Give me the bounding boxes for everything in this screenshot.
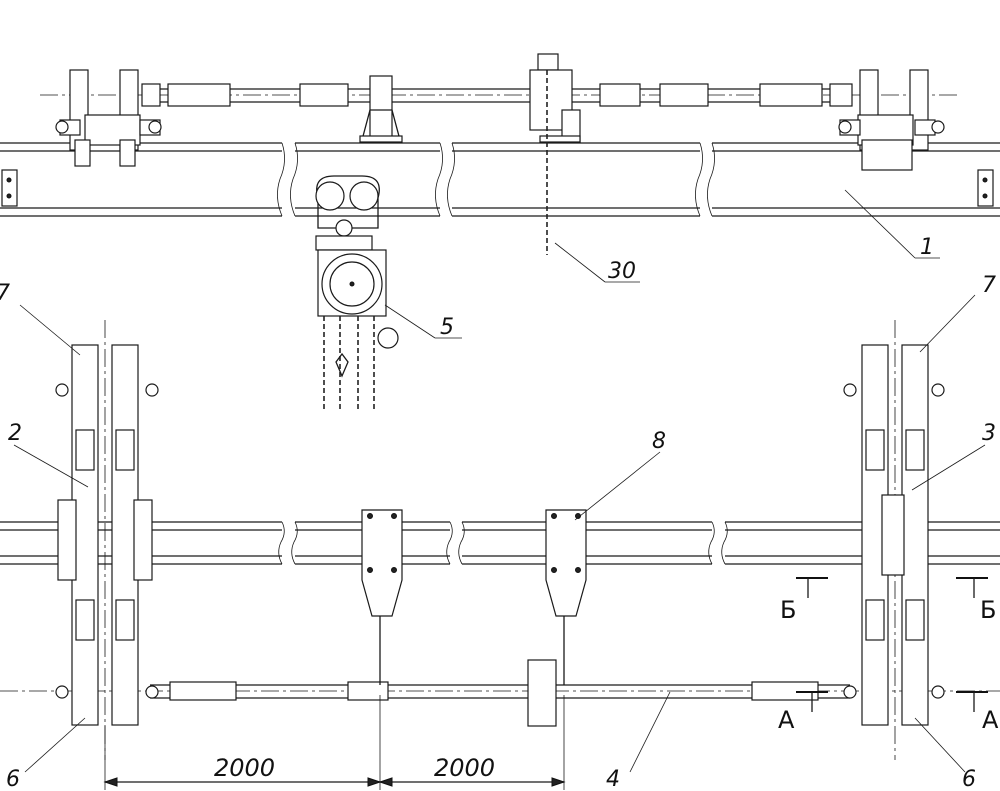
label-6-left: 6 xyxy=(6,767,20,791)
section-b-left: Б xyxy=(780,596,796,624)
main-beam xyxy=(0,142,1000,217)
label-30: 30 xyxy=(608,259,636,284)
dimension-lines xyxy=(103,695,566,790)
top-left-end-truck xyxy=(55,69,162,167)
dimension-2000-left: 2000 xyxy=(214,754,275,782)
chain-hoist xyxy=(315,175,399,412)
section-markers xyxy=(796,577,988,712)
label-2: 2 xyxy=(8,421,22,446)
label-7-right: 7 xyxy=(982,273,996,298)
label-1: 1 xyxy=(920,235,934,260)
left-end-truck-plan xyxy=(55,320,159,760)
section-a-right: А xyxy=(982,706,999,734)
leader-lines xyxy=(13,189,986,773)
bottom-drive-shaft xyxy=(0,659,1000,727)
label-8: 8 xyxy=(652,429,666,454)
label-5: 5 xyxy=(440,315,454,340)
section-a-left: А xyxy=(778,706,795,734)
dimension-2000-right: 2000 xyxy=(434,754,495,782)
top-right-end-truck xyxy=(829,69,945,171)
top-drive-shaft xyxy=(40,83,960,107)
shaft-hanger-right xyxy=(545,509,587,685)
label-6-right: 6 xyxy=(962,767,976,791)
shaft-hanger-left xyxy=(361,509,403,685)
top-drive-unit xyxy=(529,53,581,143)
top-shaft-support-left xyxy=(359,75,403,143)
section-b-right: Б xyxy=(980,596,996,624)
label-3: 3 xyxy=(982,421,996,446)
right-end-truck-plan xyxy=(843,320,945,760)
label-7-left: 7 xyxy=(0,281,10,306)
label-4: 4 xyxy=(606,767,620,791)
